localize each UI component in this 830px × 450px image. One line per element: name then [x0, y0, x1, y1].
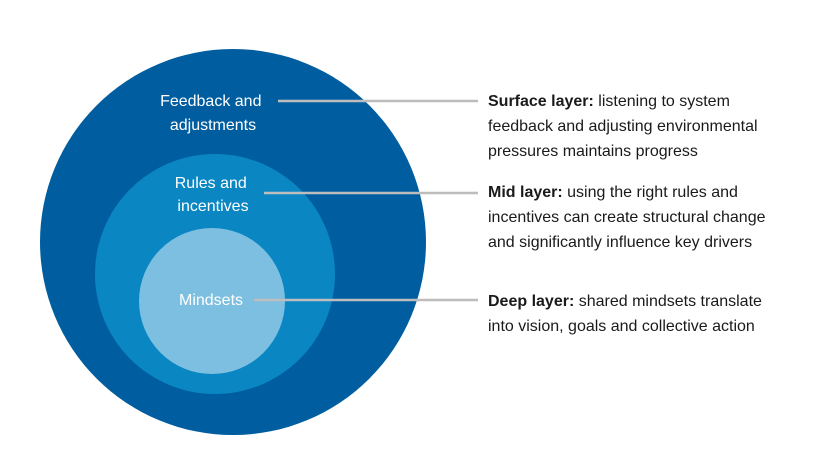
mid-layer-line: Mid layer: using the right rules and [488, 180, 765, 205]
outer-circle-label-line: adjustments [170, 117, 256, 134]
surface-layer-description: Surface layer: listening to system feedb… [488, 89, 758, 164]
deep-layer-text: shared mindsets translate [574, 293, 762, 310]
inner-circle-label-line: Mindsets [179, 292, 243, 309]
inner-circle [139, 228, 285, 374]
surface-layer-line: Surface layer: listening to system [488, 89, 758, 114]
mid-layer-text: using the right rules and [562, 184, 738, 201]
deep-layer-description: Deep layer: shared mindsets translate in… [488, 289, 762, 339]
deep-layer-line: Deep layer: shared mindsets translate [488, 289, 762, 314]
outer-circle-label-line: Feedback and [160, 93, 261, 110]
deep-layer-line: into vision, goals and collective action [488, 318, 755, 335]
surface-layer-title: Surface layer: [488, 93, 594, 110]
mid-layer-description: Mid layer: using the right rules and inc… [488, 180, 765, 255]
surface-layer-text: listening to system [593, 93, 730, 110]
surface-layer-line: feedback and adjusting environmental [488, 118, 758, 135]
mid-layer-line: incentives can create structural change [488, 209, 766, 226]
surface-layer-line: pressures maintains progress [488, 143, 698, 160]
middle-circle-label: Rules and incentives [175, 175, 252, 215]
deep-layer-title: Deep layer: [488, 293, 575, 310]
middle-circle-label-line: incentives [177, 198, 248, 215]
mid-layer-title: Mid layer: [488, 184, 563, 201]
middle-circle-label-line: Rules and [175, 175, 247, 192]
inner-circle-label: Mindsets [179, 292, 243, 309]
outer-circle-label: Feedback and adjustments [160, 93, 266, 134]
mid-layer-line: and significantly influence key drivers [488, 234, 753, 251]
